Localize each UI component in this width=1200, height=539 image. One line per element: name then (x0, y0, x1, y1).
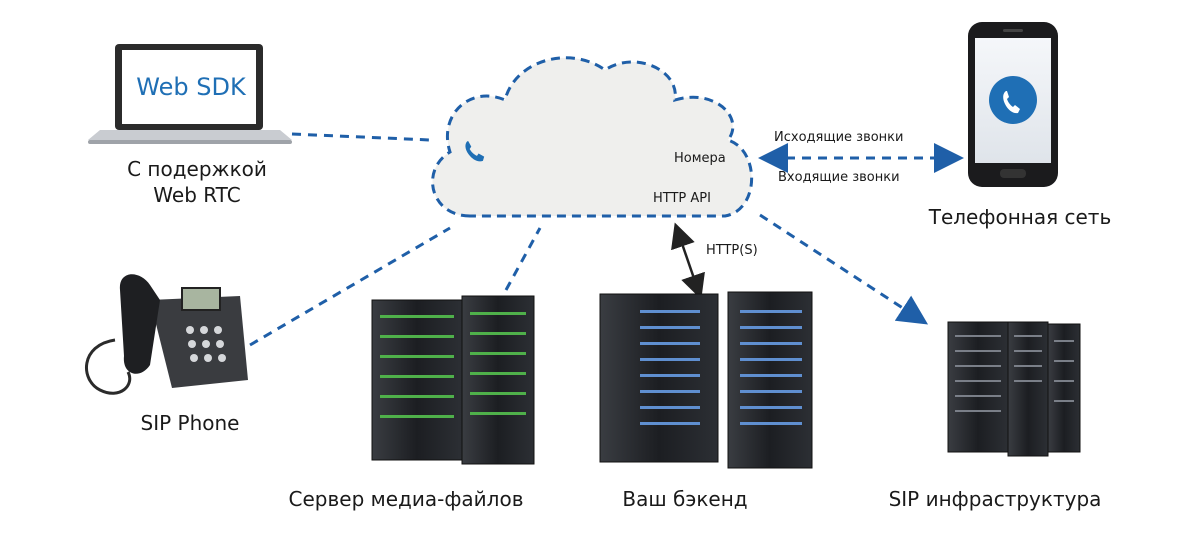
laptop (88, 44, 292, 144)
outgoing-calls-label: Исходящие звонки (774, 130, 904, 145)
call-icon (1003, 91, 1020, 114)
laptop-cloud-link (291, 132, 431, 142)
laptop-label: С подержкой Web RTC (112, 156, 282, 208)
backend-https-link (671, 222, 705, 300)
backend-label: Ваш бэкенд (622, 487, 748, 511)
sip-infra-racks (947, 321, 1081, 457)
web-sdk-screen-text: Web SDK (136, 73, 246, 101)
sip-desk-phone (85, 274, 248, 395)
laptop-label-line2: Web RTC (153, 183, 241, 207)
mobile-phone (968, 22, 1058, 187)
media-server-racks (371, 295, 535, 465)
media-cloud-link (504, 227, 542, 291)
cloud (431, 56, 754, 218)
sip-infra-label: SIP инфраструктура (888, 487, 1102, 511)
phone-handset-icon (465, 141, 485, 162)
phone-network-label: Телефонная сеть (928, 205, 1112, 229)
cloud-http-api-label: HTTP API (653, 191, 711, 206)
media-server-label: Сервер медиа-файлов (288, 487, 524, 511)
incoming-calls-label: Входящие звонки (778, 170, 900, 185)
connection-lines (249, 132, 964, 347)
sip-phone-cloud-link (249, 226, 451, 347)
sip-phone-label: SIP Phone (140, 411, 240, 435)
laptop-label-line1: С подержкой (127, 157, 267, 181)
cloud-numbers-label: Номера (674, 151, 726, 166)
https-label: HTTP(S) (706, 243, 758, 258)
backend-servers (599, 291, 813, 469)
